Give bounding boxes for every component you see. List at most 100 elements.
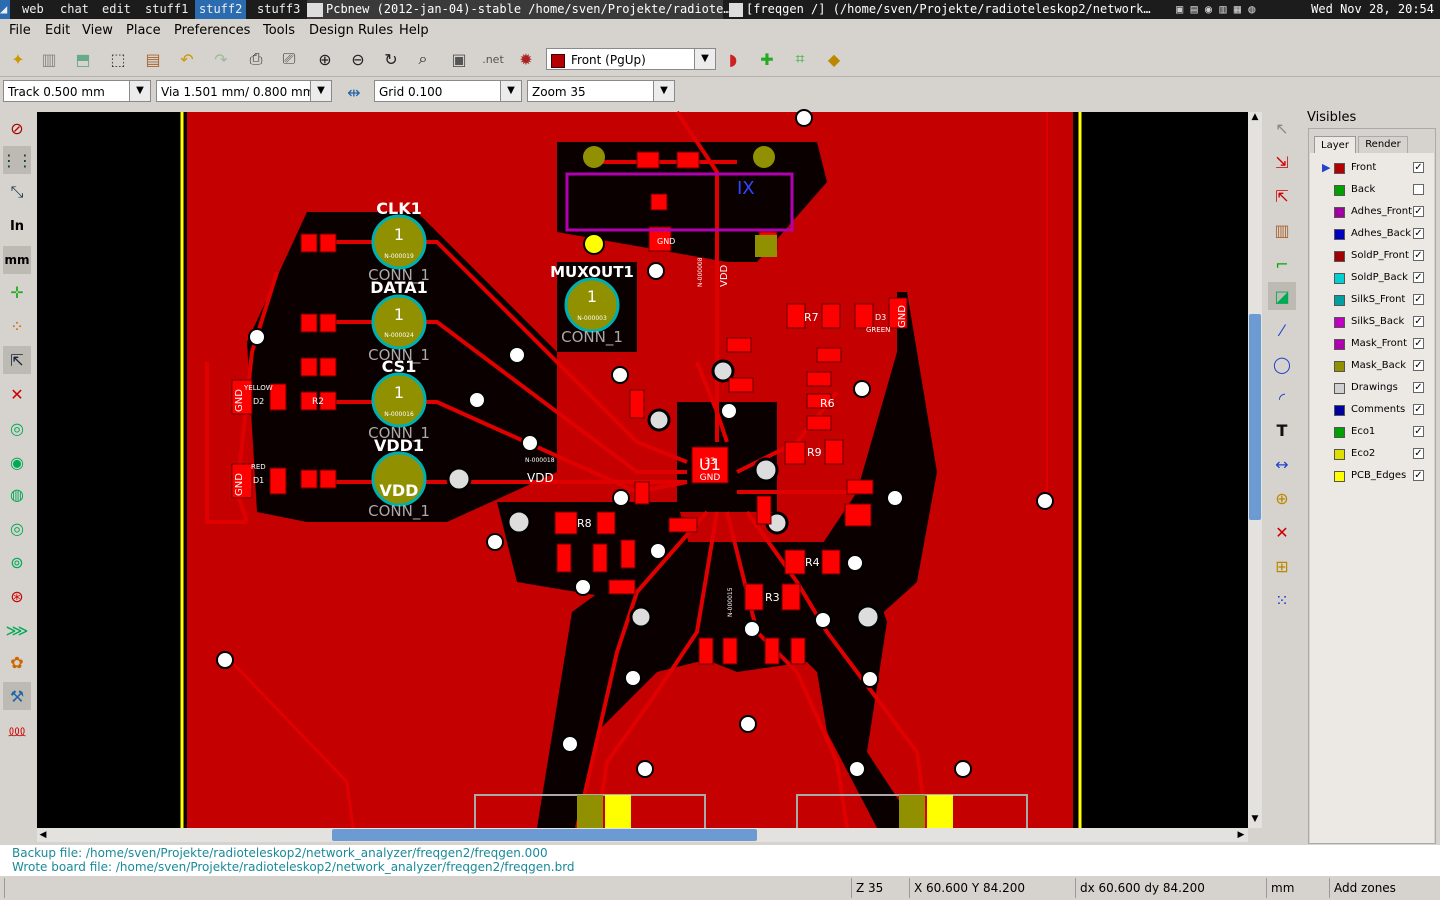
scroll-left-icon[interactable]: ◀ [39, 830, 47, 840]
layer-checkbox[interactable]: ✓ [1413, 316, 1424, 327]
launcher-icon[interactable]: ◢ [0, 0, 10, 19]
find-icon[interactable]: ▣ [451, 49, 467, 69]
tab-render[interactable]: Render [1358, 136, 1408, 153]
menu-edit[interactable]: Edit [45, 23, 71, 38]
netlist-read-icon[interactable]: .net [482, 52, 504, 66]
via-size-select[interactable]: Via 1.501 mm/ 0.800 mm▼ [156, 80, 332, 102]
ratsnest-icon[interactable]: ⇱ [1275, 186, 1289, 206]
menu-preferences[interactable]: Preferences [174, 23, 251, 38]
autoplace-icon[interactable]: ✚ [760, 49, 774, 69]
layer-swatch[interactable] [1334, 163, 1345, 174]
polar-icon[interactable]: ⤡ [10, 182, 24, 201]
layer-swatch[interactable] [1334, 185, 1345, 196]
add-text-icon[interactable]: T [1276, 420, 1288, 440]
layer-checkbox[interactable]: ✓ [1413, 404, 1424, 415]
tab-layer[interactable]: Layer [1314, 136, 1356, 154]
select-arrow-icon[interactable]: ↖ [1275, 118, 1289, 138]
workspace-stuff1[interactable]: stuff1 [145, 2, 189, 16]
add-line-icon[interactable]: ⁄ [1280, 320, 1284, 340]
layer-swatch[interactable] [1334, 295, 1345, 306]
add-track-icon[interactable]: ⌐ [1275, 254, 1289, 274]
chevron-down-icon[interactable]: ▼ [310, 81, 331, 101]
layer-row-front[interactable]: ▶Front✓ [1320, 158, 1440, 180]
layer-manager-icon[interactable]: ⅏ [8, 721, 26, 740]
save-board-icon[interactable]: ⬒ [75, 49, 91, 69]
auto-track-width-icon[interactable]: ⇹ [347, 82, 361, 102]
zoom-in-icon[interactable]: ⊕ [318, 49, 332, 69]
layer-swatch[interactable] [1334, 273, 1345, 284]
layer-checkbox[interactable]: ✓ [1413, 162, 1424, 173]
pad-show-icon[interactable]: ⁘ [10, 316, 24, 336]
workspace-stuff3[interactable]: stuff3 [257, 2, 301, 16]
vias-sketch-icon[interactable]: ⊛ [10, 586, 24, 606]
menu-design-rules[interactable]: Design Rules [309, 23, 394, 38]
add-dimension-icon[interactable]: ↔ [1275, 454, 1289, 474]
zoom-out-icon[interactable]: ⊖ [351, 49, 365, 69]
layer-row-drawings[interactable]: Drawings✓ [1320, 378, 1440, 400]
microwave-icon[interactable]: ⚒ [3, 682, 31, 710]
chevron-down-icon[interactable]: ▼ [129, 81, 150, 101]
high-contrast-icon[interactable]: ✿ [10, 652, 24, 672]
layer-row-mask-back[interactable]: Mask_Back✓ [1320, 356, 1440, 378]
web-update-icon[interactable]: ◆ [827, 49, 841, 69]
tracks-sketch-icon[interactable]: ⋙ [5, 620, 29, 640]
layer-row-soldp-back[interactable]: SoldP_Back✓ [1320, 268, 1440, 290]
layer-checkbox[interactable]: ✓ [1413, 360, 1424, 371]
layer-row-eco2[interactable]: Eco2✓ [1320, 444, 1440, 466]
pcb-canvas[interactable]: 1 CLK1 N-000019 CONN_1 1 DATA1 N-000024 … [37, 109, 1248, 836]
layer-checkbox[interactable]: ✓ [1413, 228, 1424, 239]
layer-checkbox[interactable]: ✓ [1413, 470, 1424, 481]
page-settings-icon[interactable]: ⬚ [110, 49, 126, 69]
layer-swatch[interactable] [1334, 229, 1345, 240]
grid-icon[interactable]: ⋮⋮ [1, 146, 33, 174]
layer-checkbox[interactable]: ✓ [1413, 206, 1424, 217]
layer-checkbox[interactable]: ✓ [1413, 250, 1424, 261]
layer-row-adhes-back[interactable]: Adhes_Back✓ [1320, 224, 1440, 246]
layer-row-silks-back[interactable]: SilkS_Back✓ [1320, 312, 1440, 334]
menu-tools[interactable]: Tools [263, 23, 296, 38]
zone-fill-icon[interactable]: ◎ [10, 518, 24, 538]
workspace-chat[interactable]: chat [60, 2, 89, 16]
layer-swatch[interactable] [1334, 339, 1345, 350]
chevron-down-icon[interactable]: ▼ [653, 81, 674, 101]
grid-select[interactable]: Grid 0.100▼ [374, 80, 522, 102]
track-width-select[interactable]: Track 0.500 mm▼ [3, 80, 151, 102]
menu-place[interactable]: Place [126, 23, 161, 38]
drc-bug-icon[interactable]: ✹ [519, 49, 533, 69]
layer-swatch[interactable] [1334, 405, 1345, 416]
offset-icon[interactable]: ⊞ [1275, 556, 1289, 576]
redo-icon[interactable]: ↷ [214, 49, 228, 69]
taskbar-window-pcbnew[interactable]: Pcbnew (2012-jan-04)-stable /home/sven/P… [307, 0, 731, 19]
no-ratsnest-icon[interactable]: ✕ [10, 384, 24, 404]
zone-outline-icon[interactable]: ◍ [10, 484, 24, 504]
zone-show-icon[interactable]: ◉ [10, 452, 24, 472]
new-board-icon[interactable]: ✦ [11, 49, 25, 69]
zoom-fit-icon[interactable]: ⌕ [418, 49, 428, 68]
layer-row-eco1[interactable]: Eco1✓ [1320, 422, 1440, 444]
module-ratsnest-icon[interactable]: ◎ [10, 418, 24, 438]
delete-icon[interactable]: ✕ [1275, 522, 1289, 542]
taskbar-window-terminal[interactable]: [freqgen /] (/home/sven/Projekte/radiote… [729, 0, 1151, 19]
chevron-down-icon[interactable]: ▼ [694, 49, 715, 69]
layer-checkbox[interactable]: ✓ [1413, 426, 1424, 437]
layer-swatch[interactable] [1334, 361, 1345, 372]
workspace-web[interactable]: web [22, 2, 44, 16]
layer-checkbox[interactable]: ✓ [1413, 338, 1424, 349]
layer-checkbox[interactable] [1413, 184, 1424, 195]
layer-row-soldp-front[interactable]: SoldP_Front✓ [1320, 246, 1440, 268]
open-board-icon[interactable]: ▥ [41, 49, 57, 69]
inch-icon[interactable]: In [9, 218, 25, 234]
menu-view[interactable]: View [82, 23, 113, 38]
layer-row-pcb-edges[interactable]: PCB_Edges✓ [1320, 466, 1440, 488]
layer-checkbox[interactable]: ✓ [1413, 272, 1424, 283]
layer-row-back[interactable]: Back [1320, 180, 1440, 202]
plot-icon[interactable]: ⎚ [282, 49, 296, 68]
canvas-vertical-scrollbar[interactable]: ▲ ▼ [1248, 112, 1262, 828]
menu-file[interactable]: File [9, 23, 31, 38]
menu-help[interactable]: Help [399, 23, 429, 38]
module-editor-icon[interactable]: ▤ [145, 49, 161, 69]
netlist-icon[interactable]: ⇱ [3, 346, 31, 374]
grid-origin-icon[interactable]: ⁙ [1275, 590, 1289, 610]
layer-swatch[interactable] [1334, 471, 1345, 482]
layer-swatch[interactable] [1334, 317, 1345, 328]
